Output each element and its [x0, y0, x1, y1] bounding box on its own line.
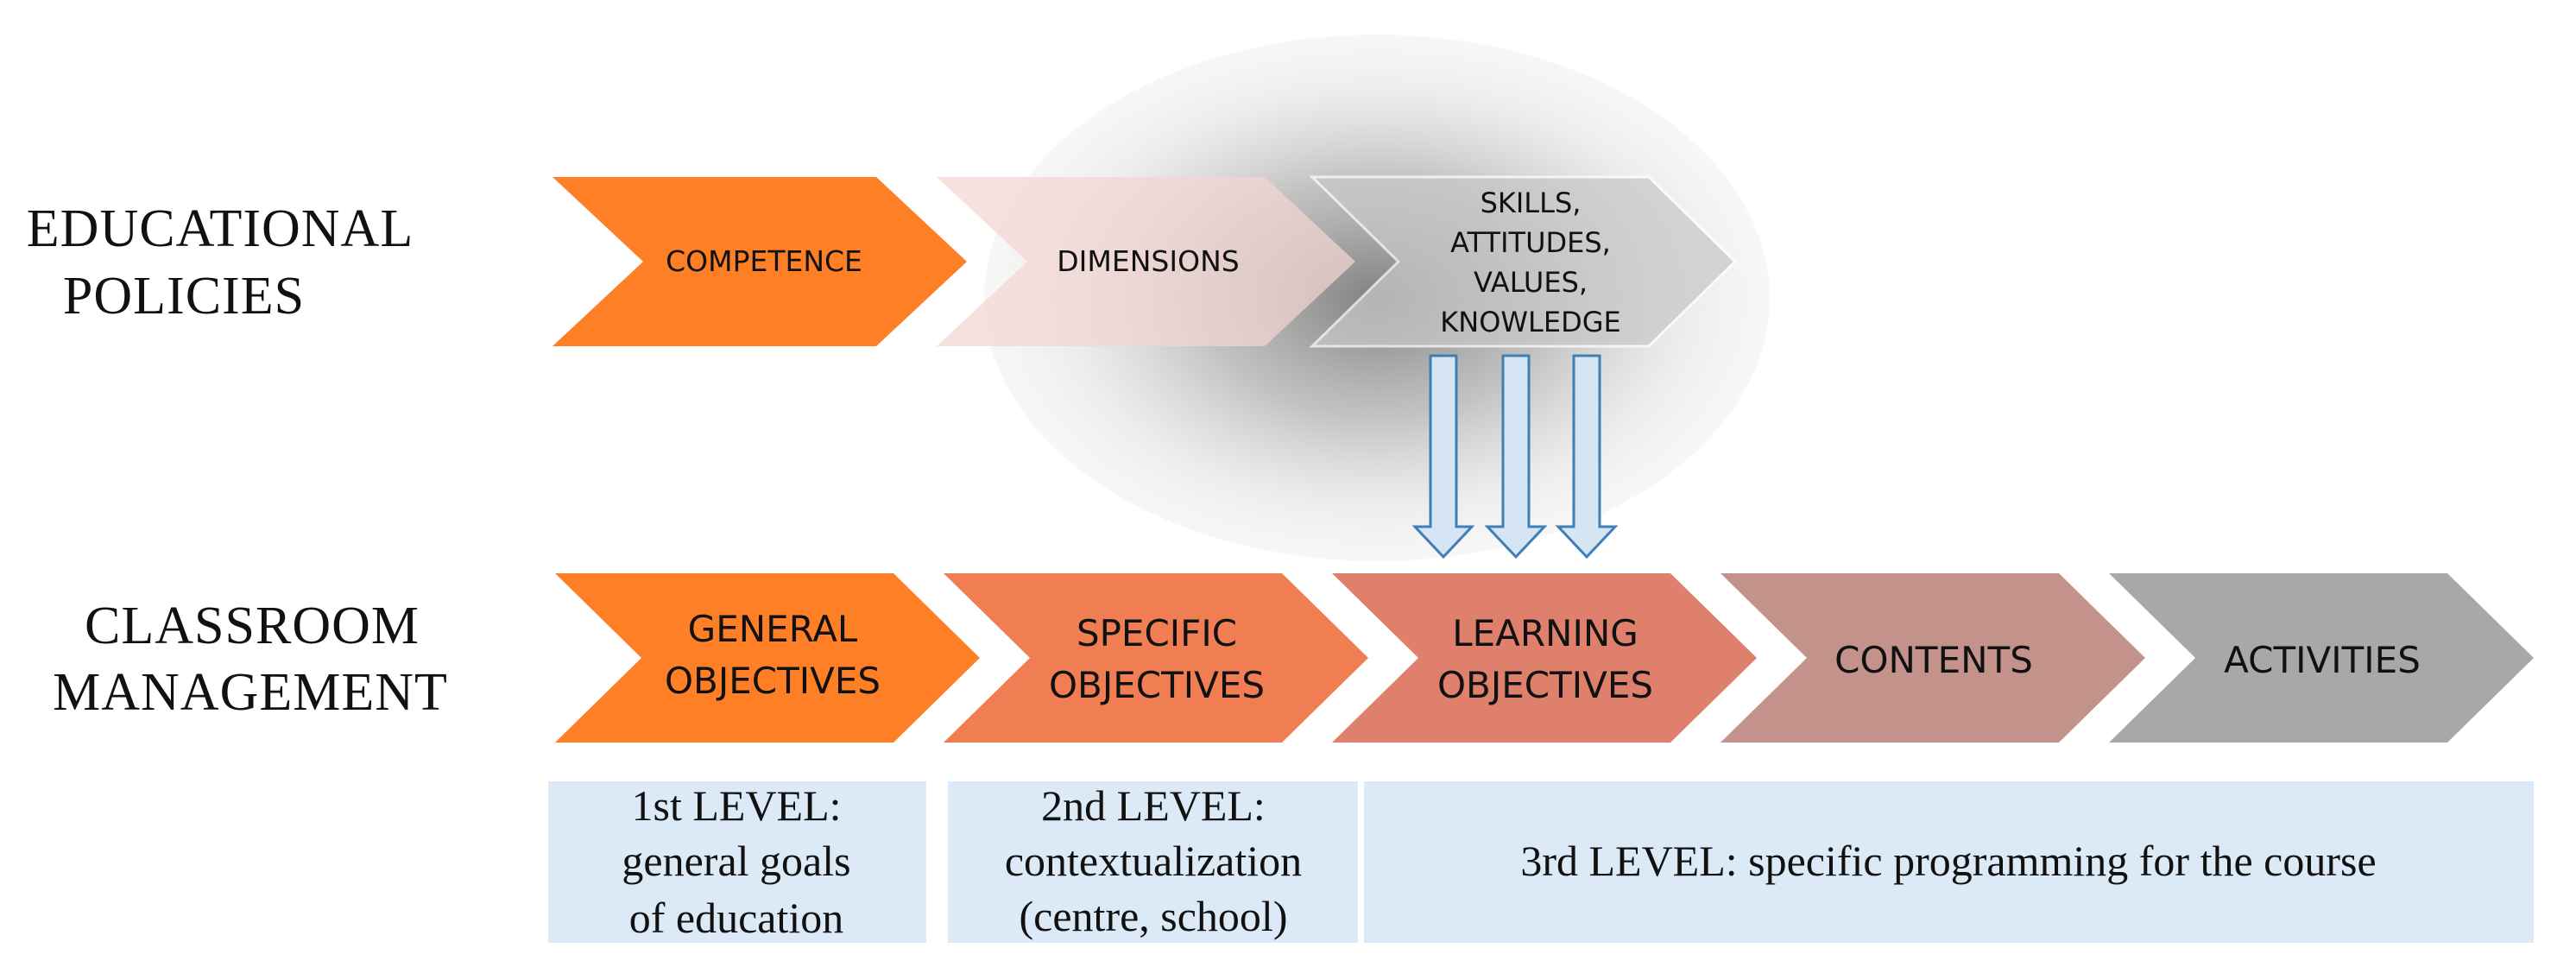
chevron-skills-line: VALUES,: [1474, 266, 1588, 299]
chevron-learning-objectives-shape: [1332, 573, 1757, 743]
chevron-skills-label: SKILLS, ATTITUDES, VALUES, KNOWLEDGE: [1440, 186, 1620, 338]
chevron-line: LEARNING: [1452, 612, 1638, 654]
chevron-general-objectives-label: GENERAL OBJECTIVES: [665, 608, 881, 702]
row-label-line: CLASSROOM: [85, 597, 420, 655]
chevron-line: OBJECTIVES: [665, 660, 881, 702]
row-label-line: EDUCATIONAL: [27, 199, 414, 258]
chevron-line: SPECIFIC: [1076, 612, 1237, 654]
chevron-activities-shape: [2109, 573, 2534, 743]
level-2-text: 2nd LEVEL: contextualization (centre, sc…: [1005, 781, 1302, 940]
chevron-specific-objectives-label: SPECIFIC OBJECTIVES: [1049, 612, 1265, 706]
level-3-text: 3rd LEVEL: specific programming for the …: [1520, 837, 2376, 885]
level-line: general goals: [622, 837, 850, 885]
educational-policies-label: EDUCATIONAL POLICIES: [27, 199, 414, 325]
chevron-dimensions-label: DIMENSIONS: [1057, 244, 1239, 278]
row-label-line: POLICIES: [63, 267, 305, 325]
chevron-skills-line: ATTITUDES,: [1450, 226, 1611, 259]
level-line: 1st LEVEL:: [631, 781, 841, 830]
chevron-general-objectives-shape: [555, 573, 980, 743]
chevron-learning-objectives-label: LEARNING OBJECTIVES: [1437, 612, 1653, 706]
chevron-line: OBJECTIVES: [1049, 664, 1265, 706]
row-label-line: MANAGEMENT: [53, 663, 448, 722]
chevron-competence-shape: [552, 177, 967, 346]
chevron-line: GENERAL: [688, 608, 858, 650]
chevron-competence-label: COMPETENCE: [666, 244, 862, 278]
top-chevron-row: COMPETENCE DIMENSIONS SKILLS, ATTITUDES,…: [552, 175, 1738, 348]
level-1-text: 1st LEVEL: general goals of education: [622, 781, 850, 942]
chevron-specific-objectives-shape: [944, 573, 1368, 743]
level-2-box: [948, 781, 1358, 943]
chevron-dimensions-shape: [937, 177, 1355, 346]
down-arrow-icon: [1555, 354, 1619, 559]
down-arrow-icon: [1484, 354, 1548, 559]
level-line: of education: [629, 894, 844, 942]
chevron-line: OBJECTIVES: [1437, 664, 1653, 706]
down-arrow-icon: [1411, 354, 1475, 559]
chevron-skills-shape: [1309, 175, 1738, 348]
level-line: contextualization: [1005, 837, 1302, 885]
down-arrows: [1411, 354, 1619, 559]
level-line: 2nd LEVEL:: [1041, 781, 1266, 830]
chevron-contents-label: CONTENTS: [1834, 639, 2033, 681]
chevron-activities-label: ACTIVITIES: [2224, 639, 2421, 681]
level-3-box: [1364, 781, 2534, 943]
level-boxes: 1st LEVEL: general goals of education 2n…: [548, 781, 2534, 943]
classroom-management-label: CLASSROOM MANAGEMENT: [53, 597, 448, 722]
chevron-skills-line: KNOWLEDGE: [1440, 306, 1620, 338]
level-line: (centre, school): [1020, 892, 1288, 940]
level-1-box: [548, 781, 926, 943]
bottom-chevron-row: GENERAL OBJECTIVES SPECIFIC OBJECTIVES L…: [555, 573, 2534, 743]
chevron-contents-shape: [1720, 573, 2145, 743]
chevron-skills-line: SKILLS,: [1481, 186, 1582, 219]
